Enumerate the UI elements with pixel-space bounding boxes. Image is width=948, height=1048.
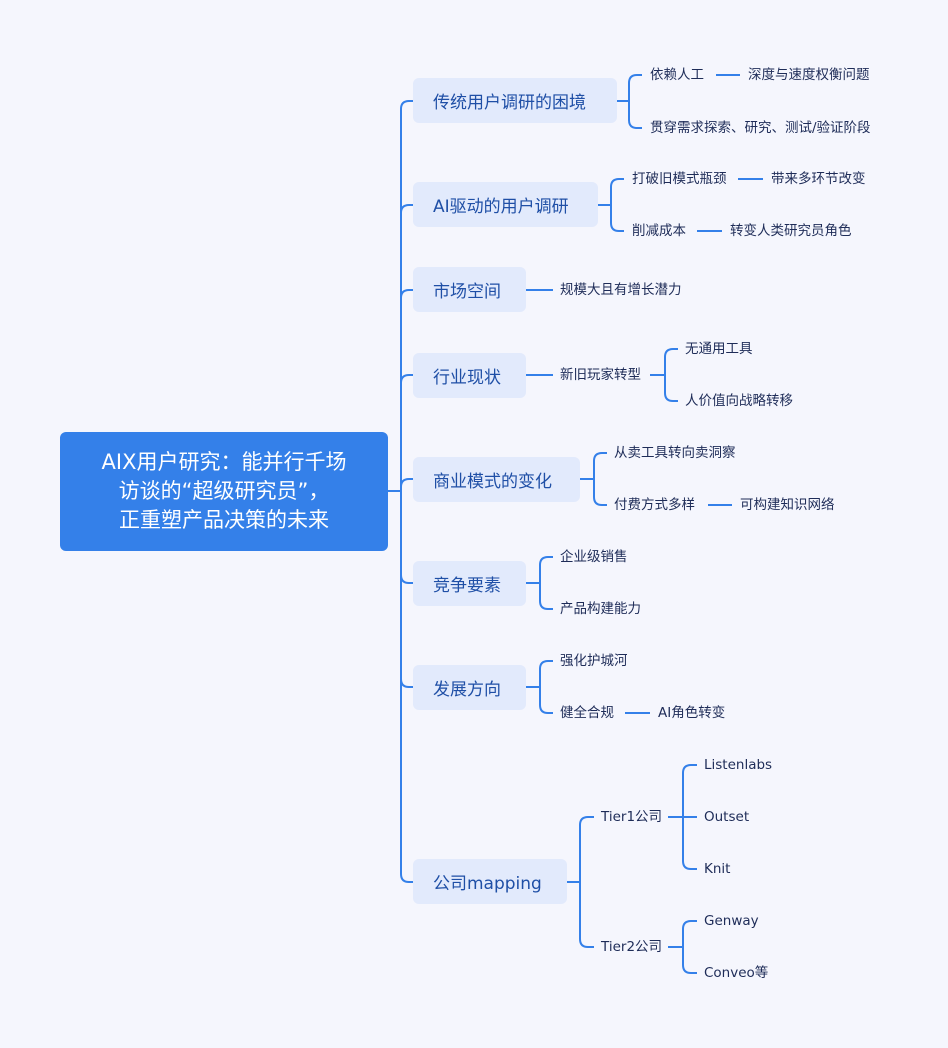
branch-competition[interactable]: 竞争要素 <box>413 561 526 606</box>
connector <box>682 817 697 870</box>
topic[interactable]: 健全合规 <box>560 705 614 721</box>
root-topic[interactable]: AIX用户研究：能并行千场 访谈的“超级研究员”， 正重塑产品决策的未来 <box>60 432 388 551</box>
branch-traditional-research[interactable]: 传统用户调研的困境 <box>413 78 617 123</box>
connector <box>593 452 607 479</box>
connector <box>628 74 642 101</box>
company[interactable]: Conveo等 <box>704 965 769 981</box>
connector <box>400 374 413 491</box>
connector <box>539 583 553 610</box>
topic[interactable]: 从卖工具转向卖洞察 <box>614 445 736 461</box>
connector <box>400 289 413 491</box>
branch-business-model[interactable]: 商业模式的变化 <box>413 457 580 502</box>
company[interactable]: Knit <box>704 861 731 877</box>
topic[interactable]: AI角色转变 <box>658 705 726 721</box>
connector <box>579 816 594 882</box>
connector <box>664 348 678 375</box>
connector <box>610 205 624 232</box>
connector <box>593 479 607 506</box>
topic[interactable]: 强化护城河 <box>560 653 628 669</box>
connector <box>579 882 594 948</box>
branch-company-mapping[interactable]: 公司mapping <box>413 859 567 904</box>
connector <box>400 491 413 688</box>
topic-tier1[interactable]: Tier1公司 <box>601 809 663 825</box>
connector <box>400 478 413 491</box>
root-title-line-3: 正重塑产品决策的未来 <box>118 508 329 532</box>
branch-direction[interactable]: 发展方向 <box>413 665 526 710</box>
connector <box>539 660 553 687</box>
topic[interactable]: 企业级销售 <box>560 549 628 565</box>
connector <box>539 687 553 714</box>
topic[interactable]: 削减成本 <box>632 223 686 239</box>
topic[interactable]: 深度与速度权衡问题 <box>748 67 870 83</box>
connector <box>400 204 413 491</box>
topic[interactable]: 贯穿需求探索、研究、测试/验证阶段 <box>650 120 871 136</box>
branch-market[interactable]: 市场空间 <box>413 267 526 312</box>
topic[interactable]: 转变人类研究员角色 <box>730 223 852 239</box>
topic[interactable]: 规模大且有增长潜力 <box>560 282 682 298</box>
connector <box>400 491 413 883</box>
root-title-line-2: 访谈的“超级研究员”， <box>118 479 330 503</box>
connector <box>539 556 553 583</box>
connector <box>400 100 413 491</box>
connector <box>682 920 697 947</box>
topic[interactable]: 产品构建能力 <box>560 601 641 617</box>
connector <box>610 178 624 205</box>
topic[interactable]: 可构建知识网络 <box>740 497 835 513</box>
topic[interactable]: 人价值向战略转移 <box>685 393 793 409</box>
branch-ai-research[interactable]: AI驱动的用户调研 <box>413 182 598 227</box>
company[interactable]: Outset <box>704 809 750 825</box>
company[interactable]: Listenlabs <box>704 757 773 773</box>
topic[interactable]: 带来多环节改变 <box>771 171 866 187</box>
topic[interactable]: 付费方式多样 <box>614 497 695 513</box>
connector <box>682 947 697 974</box>
topic-tier2[interactable]: Tier2公司 <box>601 939 663 955</box>
connector <box>664 375 678 402</box>
topic[interactable]: 打破旧模式瓶颈 <box>632 171 727 187</box>
connector <box>628 101 642 129</box>
connector <box>400 491 413 584</box>
topic[interactable]: 新旧玩家转型 <box>560 367 641 383</box>
company[interactable]: Genway <box>704 913 759 929</box>
root-title-line-1: AIX用户研究：能并行千场 <box>101 450 347 474</box>
topic[interactable]: 无通用工具 <box>685 341 753 357</box>
branch-industry-status[interactable]: 行业现状 <box>413 353 526 398</box>
connector <box>682 764 697 817</box>
topic[interactable]: 依赖人工 <box>650 67 704 83</box>
